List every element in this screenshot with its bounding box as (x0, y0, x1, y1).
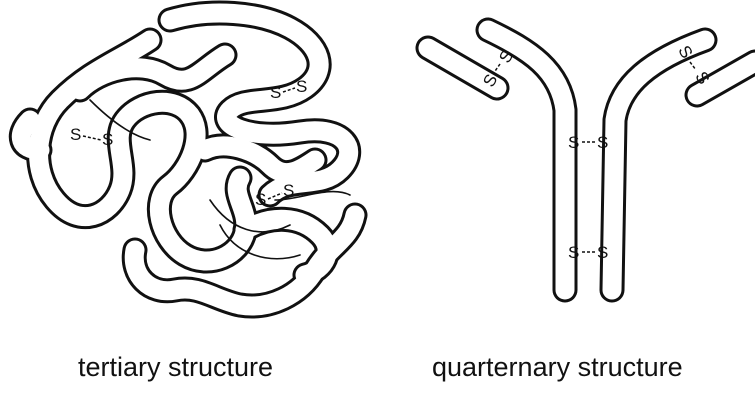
interchain-bond-upper: S S (568, 133, 608, 152)
sulfur-label: S (568, 243, 579, 262)
sulfur-label: S (597, 133, 608, 152)
sulfur-label: S (283, 181, 294, 200)
tertiary-bond-2: S S (70, 125, 113, 149)
sulfur-label: S (296, 77, 307, 96)
sulfur-label: S (70, 125, 81, 144)
sulfur-label: S (102, 130, 113, 149)
tertiary-caption: tertiary structure (78, 352, 273, 383)
sulfur-label: S (255, 190, 266, 209)
sulfur-label: S (568, 133, 579, 152)
quarternary-caption: quarternary structure (432, 352, 683, 383)
tertiary-structure-drawing (21, 13, 355, 306)
interchain-bond-lower: S S (568, 243, 608, 262)
sulfur-label: S (270, 83, 281, 102)
quarternary-disulfide-bonds: S S S S S S S S (479, 42, 713, 262)
sulfur-label: S (597, 243, 608, 262)
